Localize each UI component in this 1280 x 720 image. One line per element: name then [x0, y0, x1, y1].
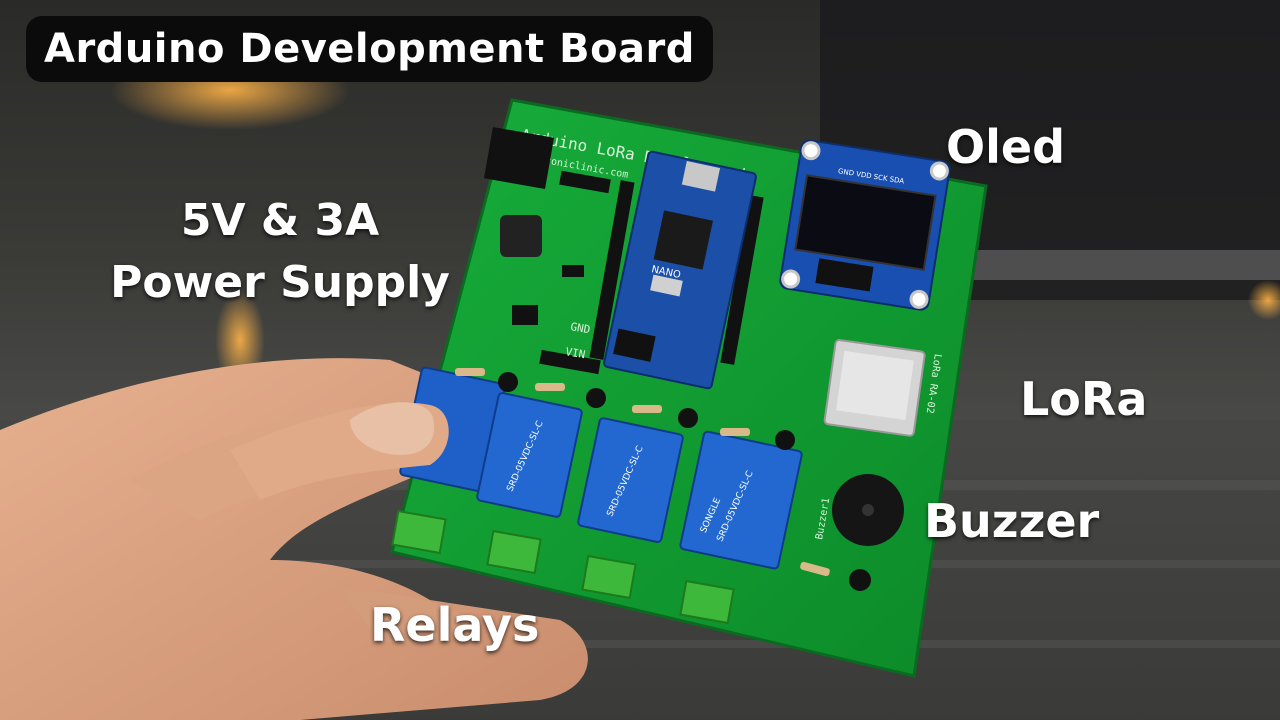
relays-label: Relays	[370, 598, 540, 652]
buzzer-component: Buzzer1	[814, 474, 904, 591]
svg-text:VIN: VIN	[564, 345, 586, 361]
power-supply-line2: Power Supply	[110, 257, 450, 308]
relay-4: SRD-05VDC-SL-C SONGLE	[679, 430, 803, 570]
title-text: Arduino Development Board	[44, 26, 695, 72]
lora-module: LoRa RA-02	[823, 339, 943, 437]
title-banner: Arduino Development Board	[26, 16, 713, 82]
oled-module: GND VDD SCK SDA	[779, 139, 951, 311]
lora-label: LoRa	[1020, 372, 1148, 426]
buzzer-label: Buzzer	[924, 494, 1100, 548]
arduino-nano: NANO	[603, 150, 757, 390]
pcb-board: Arduino LoRa Development electroniclinic…	[390, 98, 988, 678]
power-supply-line1: 5V & 3A	[180, 195, 380, 246]
svg-text:GND: GND	[569, 320, 591, 336]
power-supply-label: 5V & 3A Power Supply	[100, 190, 460, 314]
oled-label: Oled	[946, 120, 1065, 174]
relay-2: SRD-05VDC-SL-C	[476, 392, 583, 518]
relay-3: SRD-05VDC-SL-C	[577, 417, 684, 543]
